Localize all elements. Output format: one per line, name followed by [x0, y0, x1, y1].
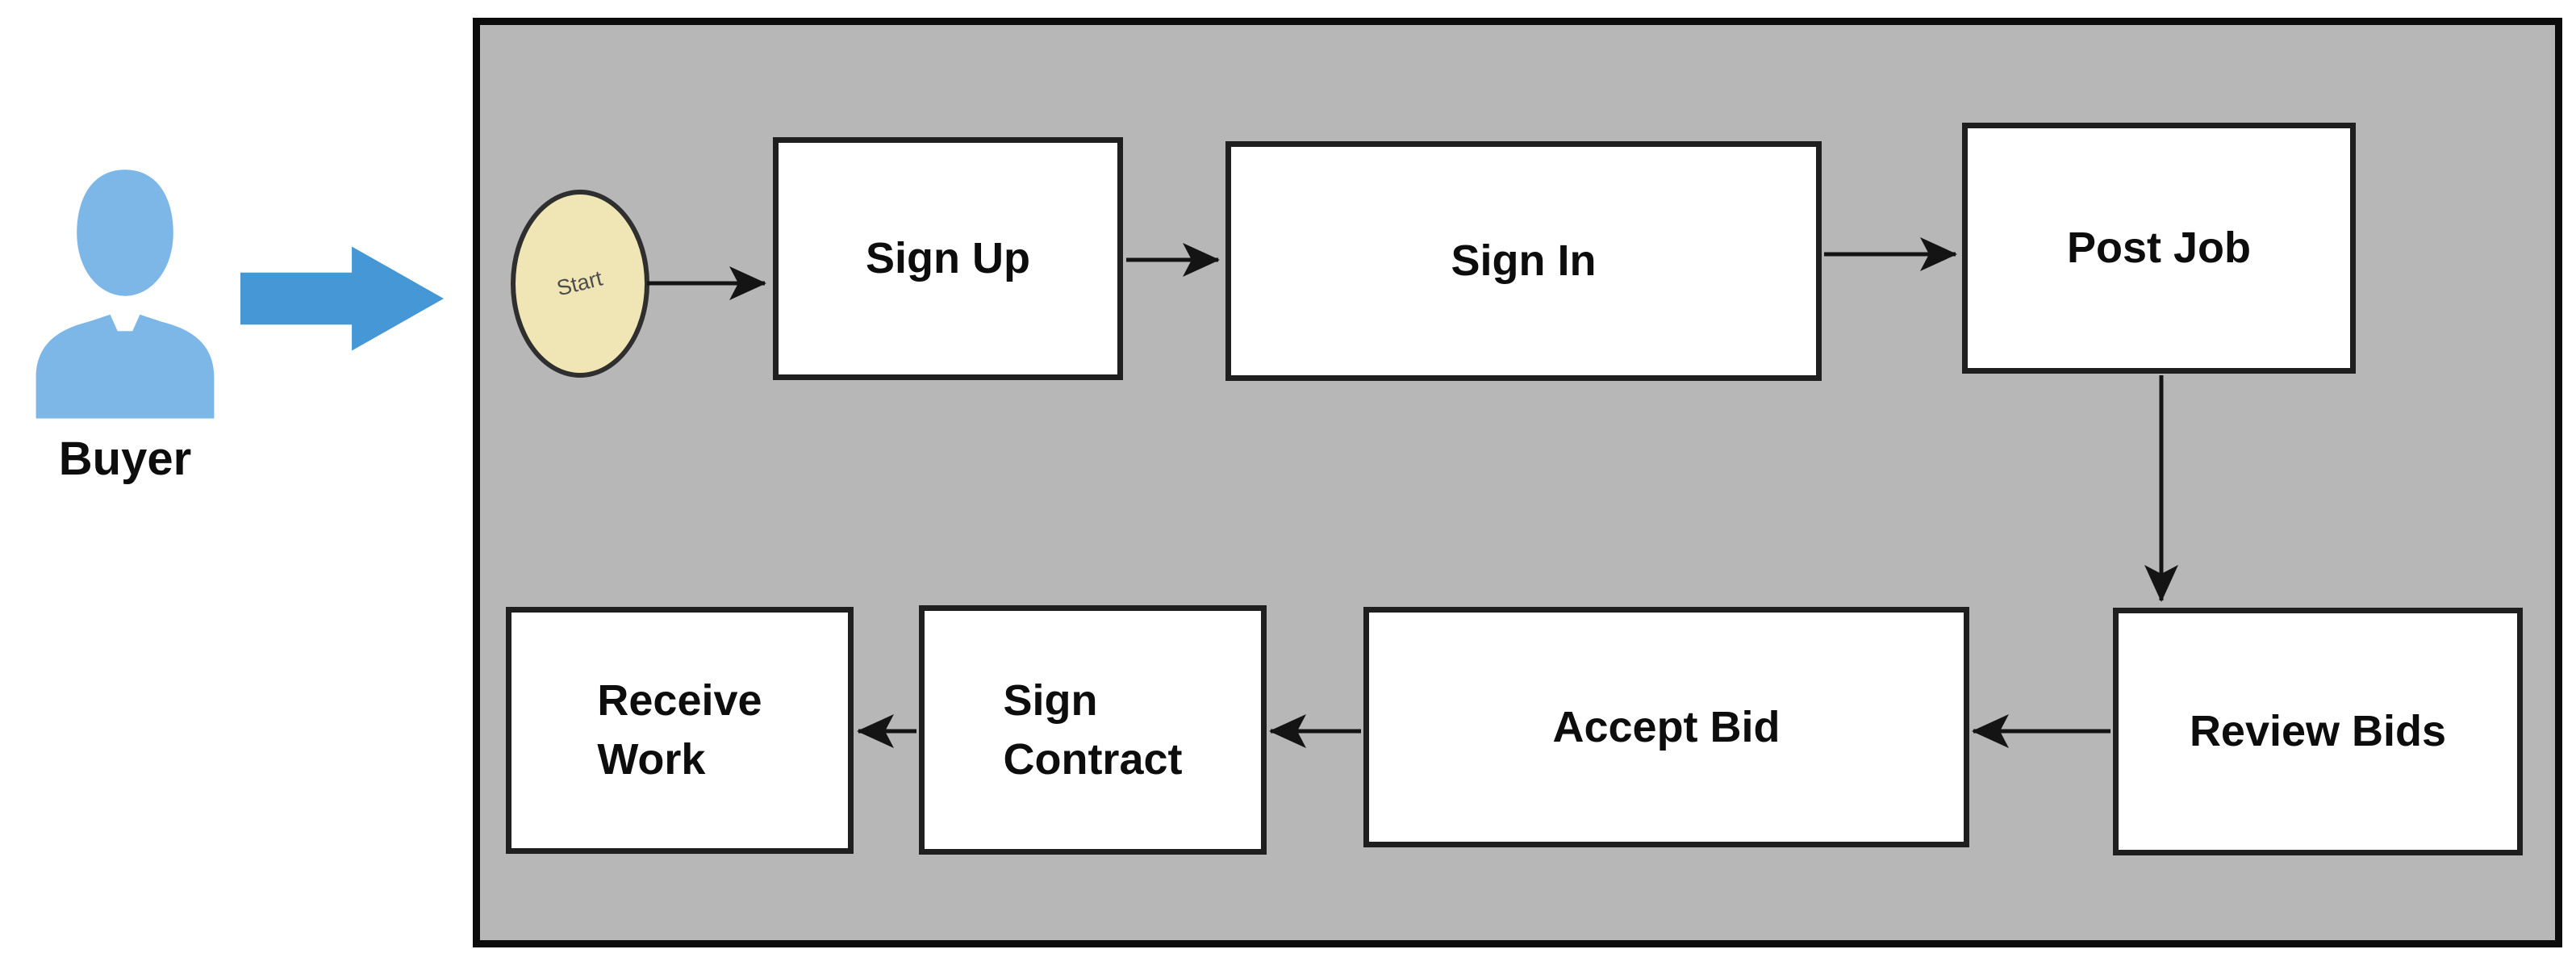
node-post-job-label: Post Job — [2066, 224, 2252, 273]
buyer-actor: Buyer — [24, 153, 226, 492]
node-post-job: Post Job — [1962, 123, 2356, 374]
buyer-label: Buyer — [58, 433, 192, 485]
node-accept-bid-label: Accept Bid — [1552, 702, 1781, 751]
start-node-label: Start — [554, 266, 606, 301]
node-review-bids: Review Bids — [2113, 608, 2523, 855]
node-sign-contract-label: Sign Contract — [1003, 675, 1183, 784]
node-sign-up: Sign Up — [773, 137, 1123, 380]
node-sign-up-label: Sign Up — [866, 234, 1030, 283]
node-review-bids-label: Review Bids — [2189, 707, 2447, 756]
buyer-flow-arrow-icon — [240, 246, 444, 351]
node-accept-bid: Accept Bid — [1363, 607, 1969, 847]
person-icon — [35, 169, 215, 419]
node-receive-work: Receive Work — [506, 607, 854, 854]
node-receive-work-label: Receive Work — [597, 676, 762, 784]
node-sign-in: Sign In — [1225, 141, 1822, 381]
node-sign-in-label: Sign In — [1451, 236, 1597, 286]
start-node: Start — [511, 190, 649, 378]
node-sign-contract: Sign Contract — [919, 605, 1267, 855]
